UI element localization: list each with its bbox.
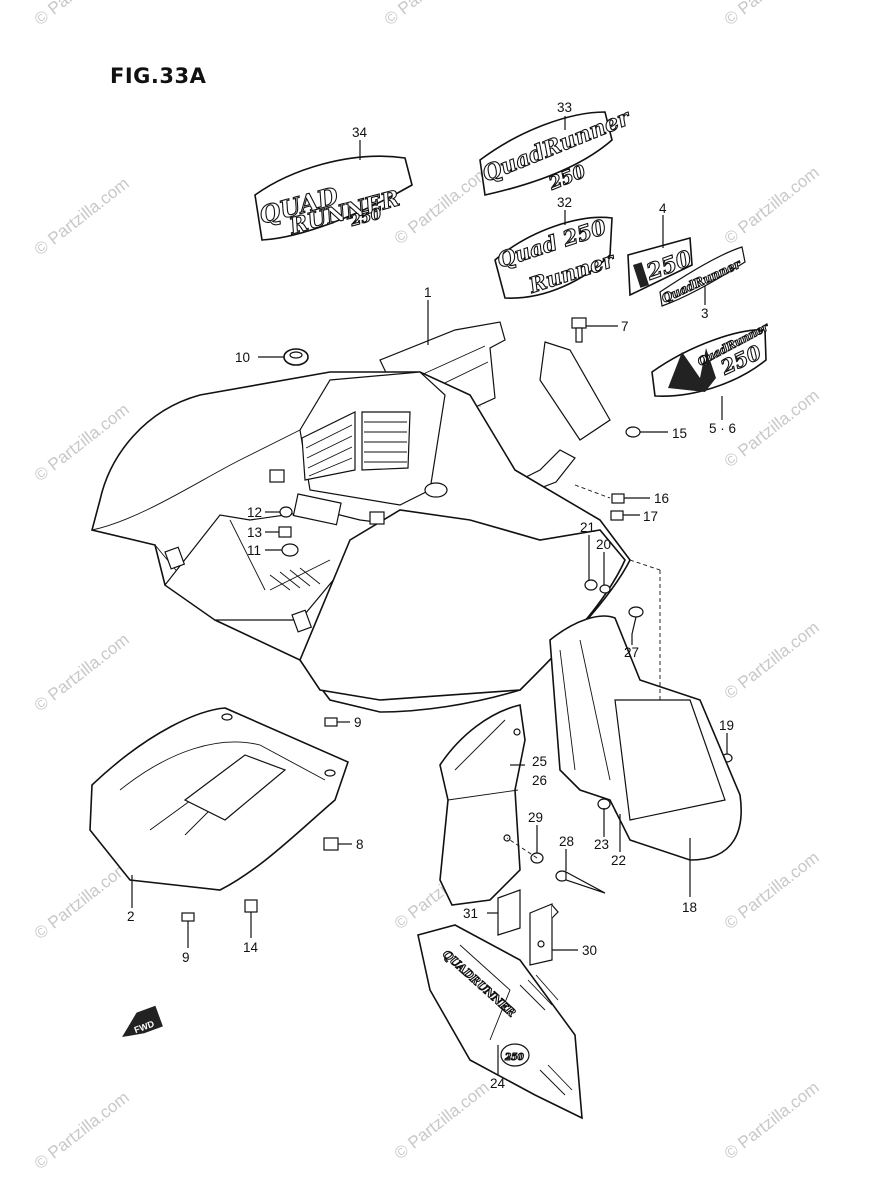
callout-20: 20	[596, 537, 611, 552]
mud-guard	[89, 707, 349, 891]
watermark: © Partzilla.com	[31, 1088, 133, 1174]
callout-22: 22	[611, 853, 626, 868]
callout-4: 4	[659, 201, 667, 216]
callout-27: 27	[624, 645, 639, 660]
callout-29: 29	[528, 810, 543, 825]
callout-8: 8	[356, 837, 364, 852]
callout-32: 32	[557, 195, 572, 210]
watermark: © Partzilla.com	[721, 386, 823, 472]
decal-33: QuadRunner 250	[478, 104, 635, 196]
front-fender	[91, 321, 631, 713]
callout-9-lower: 9	[182, 950, 190, 965]
callout-25: 25	[532, 754, 547, 769]
watermark: © Partzilla.com	[721, 1078, 823, 1164]
callout-2: 2	[127, 909, 135, 924]
callout-26: 26	[532, 773, 547, 788]
callout-5-6: 5 · 6	[709, 421, 736, 436]
callout-31: 31	[463, 906, 478, 921]
watermark: © Partzilla.com	[31, 174, 133, 260]
callout-1: 1	[424, 285, 432, 300]
callout-17: 17	[643, 509, 658, 524]
callout-23: 23	[594, 837, 609, 852]
fwd-arrow: FWD	[122, 1005, 163, 1038]
callout-10: 10	[235, 350, 250, 365]
callout-7: 7	[621, 319, 629, 334]
watermark: © Partzilla.com	[381, 0, 483, 29]
callout-9-upper: 9	[354, 715, 362, 730]
callout-18: 18	[682, 900, 697, 915]
watermark: © Partzilla.com	[31, 630, 133, 716]
watermark: © Partzilla.com	[721, 848, 823, 934]
decal-5-6: QuadRunner 250	[651, 319, 772, 397]
side-cover-25-26	[439, 704, 526, 906]
callout-3: 3	[701, 306, 709, 321]
callout-14: 14	[243, 940, 259, 955]
callout-30: 30	[582, 943, 597, 958]
callout-34: 34	[352, 125, 368, 140]
callout-15: 15	[672, 426, 687, 441]
callout-19: 19	[719, 718, 734, 733]
bracket-30	[529, 903, 559, 966]
callout-28: 28	[559, 834, 574, 849]
callouts: 34 33 32 4 3 5 · 6 1 7 10 15 16 17 12 13…	[127, 100, 736, 1091]
watermark: © Partzilla.com	[31, 858, 133, 944]
watermark: © Partzilla.com	[31, 0, 133, 29]
callout-33: 33	[557, 100, 572, 115]
callout-11: 11	[247, 543, 261, 558]
callout-13: 13	[247, 525, 262, 540]
hardware	[181, 317, 733, 922]
watermark: © Partzilla.com	[391, 1078, 493, 1164]
fender-extension-18	[549, 615, 742, 861]
air-vent	[301, 411, 411, 481]
side-decal-24: QUADRUNNER 250	[417, 924, 583, 1120]
leader-lines	[131, 116, 728, 1075]
callout-12: 12	[247, 505, 262, 520]
watermark: © Partzilla.com	[721, 0, 823, 29]
decal-34: QUAD RUNNER 250	[254, 155, 413, 241]
callout-21: 21	[580, 520, 595, 535]
callout-16: 16	[654, 491, 669, 506]
decal-text: 250	[504, 1053, 525, 1063]
figure-title: FIG.33A	[110, 64, 207, 88]
pad-31	[497, 889, 521, 936]
callout-24: 24	[490, 1076, 506, 1091]
decal-32: Quad 250 Runner	[493, 213, 619, 299]
watermark: © Partzilla.com	[721, 163, 823, 249]
watermark: © Partzilla.com	[721, 618, 823, 704]
